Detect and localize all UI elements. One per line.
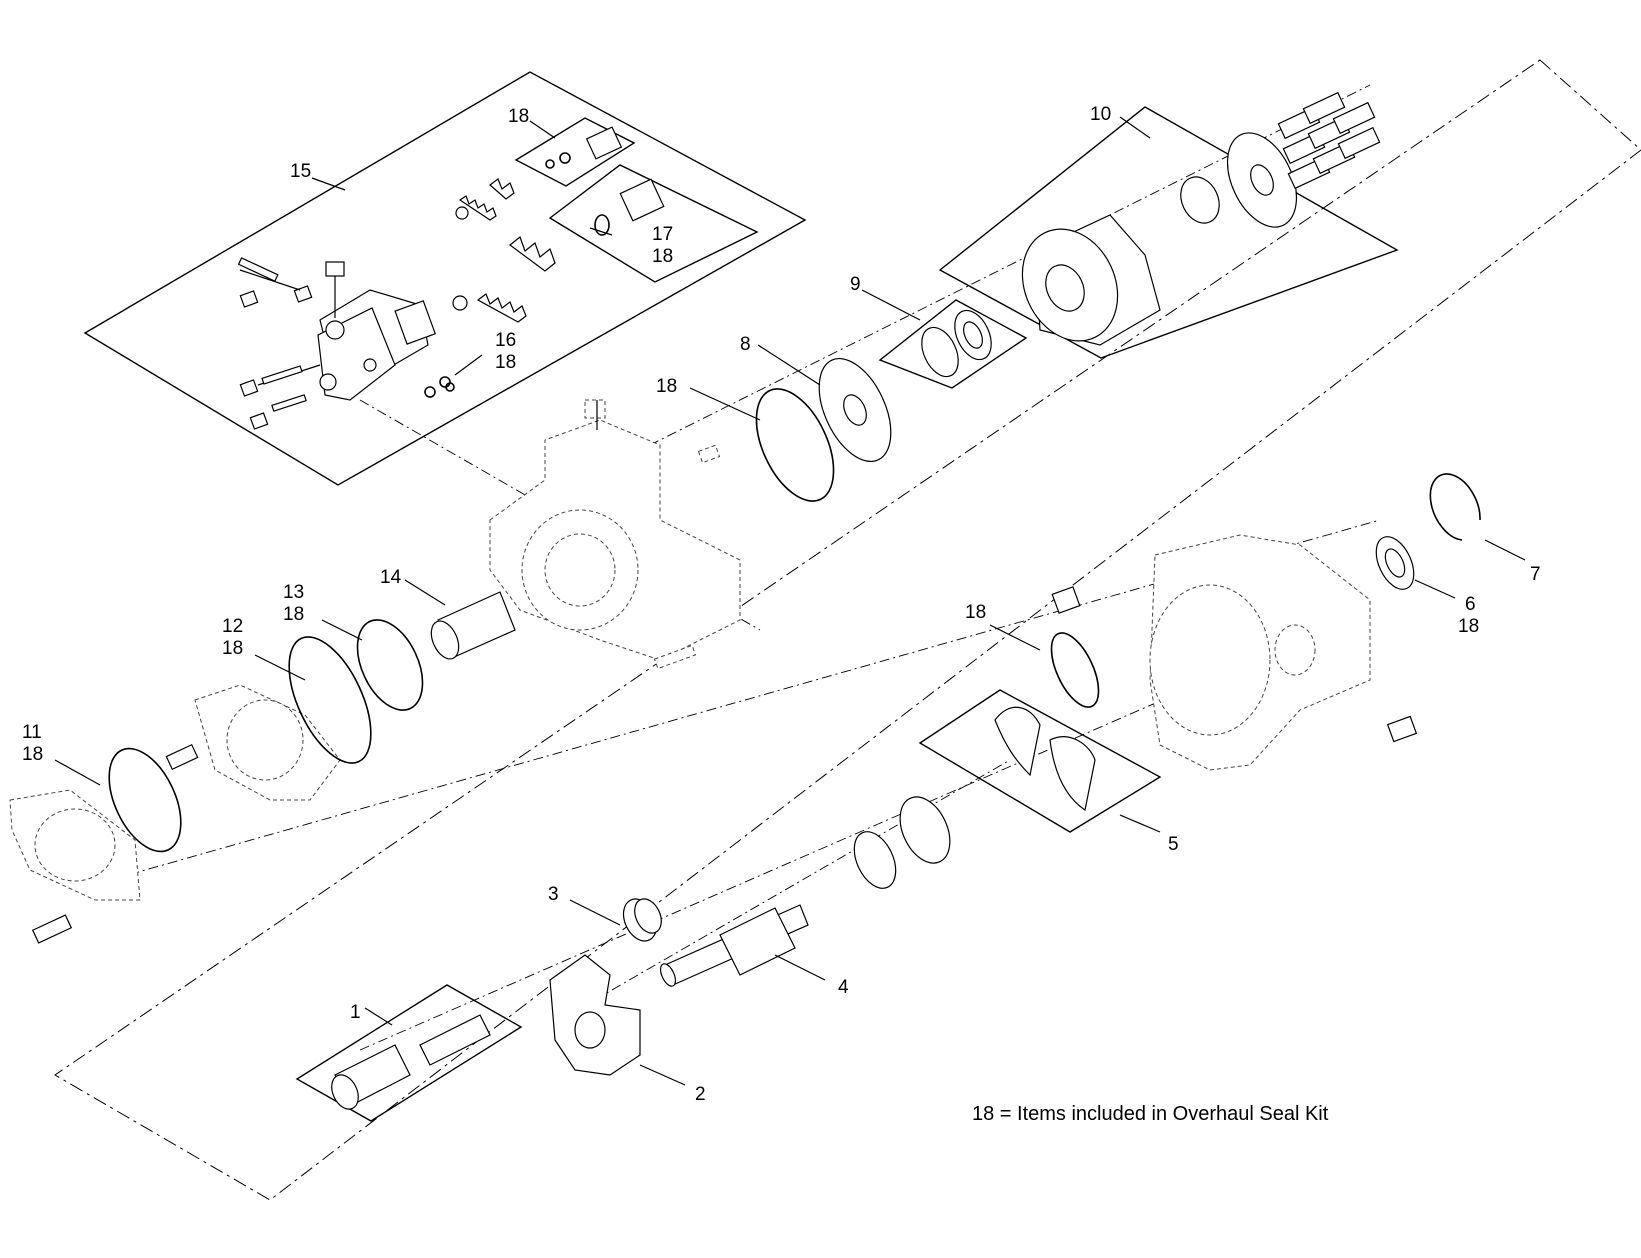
callout-8: 8 xyxy=(740,334,751,355)
leader-lines xyxy=(54,116,1526,1086)
pistons xyxy=(1277,91,1381,190)
callout-18-right: 18 xyxy=(965,602,986,623)
callout-18-main: 18 xyxy=(656,376,677,397)
callout-3: 3 xyxy=(548,884,559,905)
callout-17-18: 18 xyxy=(652,246,673,267)
shaft-bearing-cup xyxy=(899,796,951,864)
bearing-sleeve xyxy=(430,591,516,660)
rear-housing xyxy=(1051,534,1418,771)
rotating-group xyxy=(1021,132,1298,346)
callout-16-18: 18 xyxy=(495,352,516,373)
shaft-seal xyxy=(1375,536,1415,590)
callout-12: 12 xyxy=(222,616,243,637)
valve-springs xyxy=(424,126,665,398)
swashplate-bearings xyxy=(994,706,1096,811)
callout-14: 14 xyxy=(380,567,402,588)
callout-13-18: 18 xyxy=(283,604,304,625)
callout-11: 11 xyxy=(22,722,42,743)
callout-16: 16 xyxy=(495,330,516,351)
end-cover xyxy=(9,789,141,944)
kit-box-17 xyxy=(548,164,759,283)
callout-6: 6 xyxy=(1465,594,1476,615)
callout-6-18: 18 xyxy=(1458,616,1479,637)
bearing-9 xyxy=(921,309,992,378)
callout-7: 7 xyxy=(1530,564,1541,585)
control-lever xyxy=(549,954,641,1076)
callout-13: 13 xyxy=(283,582,304,603)
callout-4: 4 xyxy=(838,977,849,998)
callout-2: 2 xyxy=(695,1084,706,1105)
kit-box-9 xyxy=(878,299,1028,389)
shaft-bearing-cone xyxy=(853,831,897,889)
seal-18-main xyxy=(755,388,835,502)
valve-block xyxy=(317,261,437,401)
valve-plate xyxy=(818,357,892,463)
seal-18-right xyxy=(1050,632,1100,708)
callout-9: 9 xyxy=(850,274,861,295)
valve-plugs xyxy=(237,257,321,430)
callout-15: 15 xyxy=(290,161,311,182)
spring-3 xyxy=(622,898,662,942)
pin-and-sleeve xyxy=(331,1014,491,1110)
seal-11 xyxy=(108,747,182,853)
kit-box-1 xyxy=(295,984,523,1122)
seal-12 xyxy=(288,636,372,764)
callout-10: 10 xyxy=(1090,104,1111,125)
overhaul-seal-kit-note: 18 = Items included in Overhaul Seal Kit xyxy=(972,1103,1329,1125)
retaining-ring xyxy=(1429,473,1481,541)
kit-box-18-top xyxy=(514,117,636,187)
kit-box-10 xyxy=(938,106,1399,359)
callout-11-18: 18 xyxy=(22,744,43,765)
seal-13 xyxy=(356,619,424,711)
kit-box-5 xyxy=(918,689,1162,833)
assembly-phantom-outline xyxy=(54,59,1641,1201)
kit-box-15 xyxy=(83,71,807,486)
callout-18-top: 18 xyxy=(508,106,529,127)
front-cover-plate xyxy=(165,684,341,801)
front-housing xyxy=(489,399,741,670)
drive-shaft xyxy=(659,904,809,987)
callout-5: 5 xyxy=(1168,834,1179,855)
callout-17: 17 xyxy=(652,224,673,245)
callout-12-18: 18 xyxy=(222,638,243,659)
callout-1: 1 xyxy=(350,1002,361,1023)
